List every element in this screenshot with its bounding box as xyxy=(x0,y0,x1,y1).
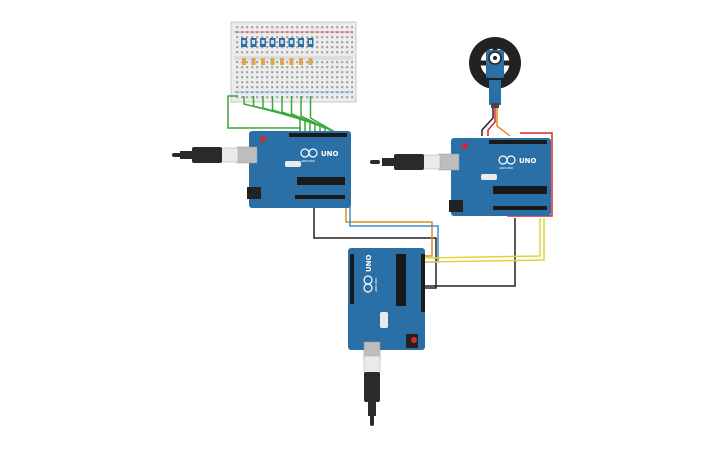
reset-button[interactable] xyxy=(462,143,468,149)
resistor xyxy=(280,58,284,65)
push-button[interactable] xyxy=(288,38,295,47)
push-button[interactable] xyxy=(241,38,247,47)
digital-header xyxy=(421,254,425,312)
board-model-label: UNO xyxy=(365,254,373,272)
digital-header xyxy=(289,133,347,137)
wire-yellow-right-1 xyxy=(424,218,541,259)
analog-header xyxy=(493,206,547,210)
resistor xyxy=(251,58,256,65)
usb-cable-left[interactable] xyxy=(172,147,239,163)
resistor xyxy=(242,58,246,65)
board-model-label: UNO xyxy=(519,157,537,165)
power-jack xyxy=(247,187,261,199)
crystal xyxy=(481,174,497,180)
atmega-chip xyxy=(297,177,345,185)
green-wire xyxy=(281,96,321,134)
push-button[interactable] xyxy=(279,38,285,47)
resistor xyxy=(270,58,275,65)
reset-button[interactable] xyxy=(411,337,417,343)
board-brand-label: ARDUINO xyxy=(301,159,316,163)
analog-header xyxy=(295,195,345,199)
resistor xyxy=(261,58,265,65)
usb-port xyxy=(236,146,258,164)
green-wire-bundle xyxy=(243,96,336,134)
wire-orange-left xyxy=(345,206,433,257)
push-button[interactable] xyxy=(307,38,314,47)
wire-yellow-right-2 xyxy=(424,218,545,263)
atmega-chip xyxy=(396,254,406,306)
crystal xyxy=(380,312,388,328)
push-button[interactable] xyxy=(298,38,304,47)
arduino-left[interactable]: UNO ARDUINO xyxy=(236,131,351,208)
wire-black-right xyxy=(425,218,516,287)
servo-motor-icon[interactable] xyxy=(469,37,521,108)
resistor xyxy=(299,58,303,65)
board-brand-label: ARDUINO xyxy=(374,277,378,292)
push-button[interactable] xyxy=(269,38,276,47)
servo-wire-black xyxy=(481,108,494,136)
servo-wire-red xyxy=(487,108,496,136)
atmega-chip xyxy=(493,186,547,194)
servo-wire-orange xyxy=(496,108,511,137)
resistor xyxy=(308,58,313,65)
wires xyxy=(227,95,553,289)
usb-cable-bottom[interactable] xyxy=(363,355,381,426)
analog-header xyxy=(350,254,354,304)
usb-cable-right[interactable] xyxy=(370,154,441,170)
power-jack xyxy=(449,200,463,212)
digital-header xyxy=(489,140,547,144)
breadboard[interactable] xyxy=(230,21,357,103)
usb-port xyxy=(438,153,460,171)
resistor xyxy=(289,58,294,65)
green-wire-loop xyxy=(227,95,301,135)
board-model-label: UNO xyxy=(321,150,339,158)
crystal xyxy=(285,161,301,167)
push-button[interactable] xyxy=(260,38,266,47)
arduino-bottom[interactable]: UNO ARDUINO xyxy=(348,248,425,361)
push-button-row xyxy=(241,38,314,65)
arduino-right[interactable]: UNO ARDUINO xyxy=(438,138,551,216)
reset-button[interactable] xyxy=(260,136,266,142)
push-button[interactable] xyxy=(250,38,257,47)
wire-black-left xyxy=(313,206,437,289)
board-brand-label: ARDUINO xyxy=(499,166,514,170)
